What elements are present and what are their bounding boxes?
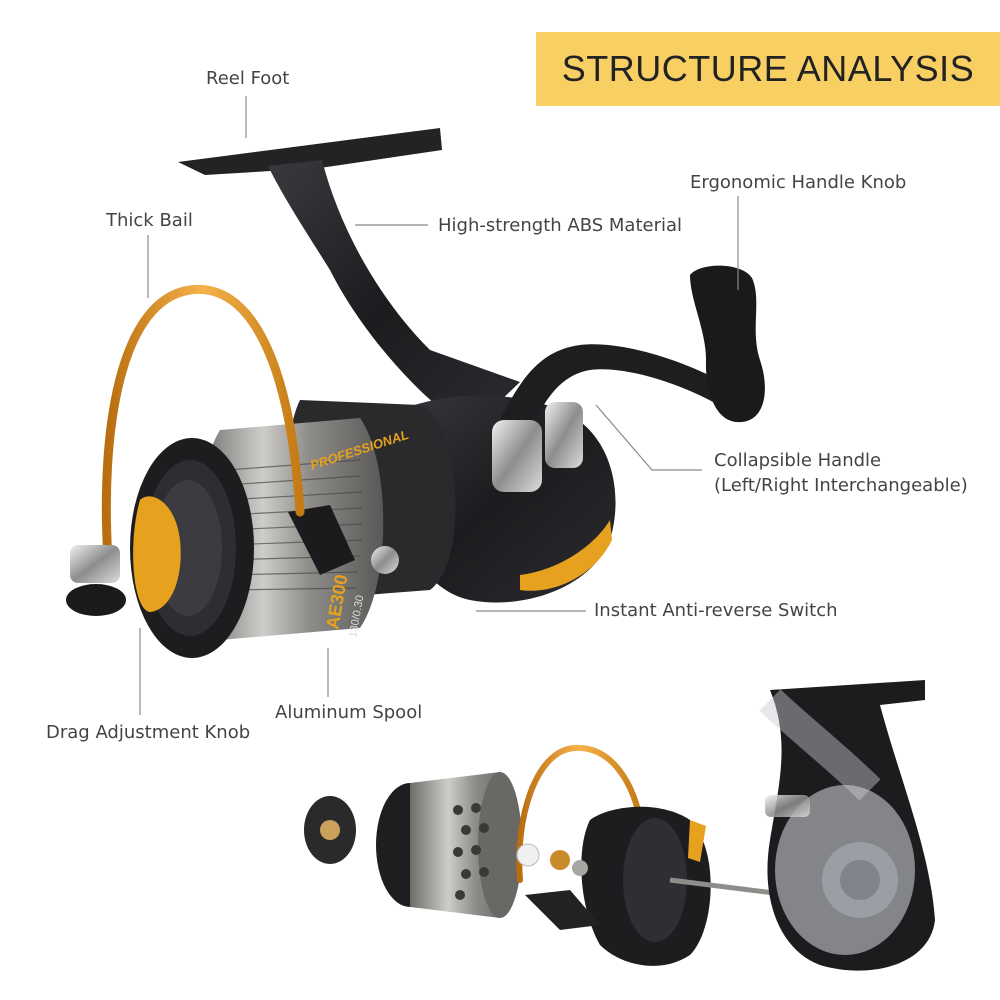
exploded-view: [304, 680, 935, 971]
label-abs-material: High-strength ABS Material: [438, 215, 683, 236]
label-reel-foot: Reel Foot: [206, 68, 290, 89]
label-thick-bail: Thick Bail: [106, 210, 193, 231]
drag-knob-shape: [133, 496, 181, 612]
title-banner: STRUCTURE ANALYSIS: [536, 32, 1000, 106]
leader-collapsible: [595, 404, 702, 471]
handle-arm-shape: [500, 344, 745, 430]
handle-collar-shape: [492, 420, 542, 492]
page-title: STRUCTURE ANALYSIS: [561, 48, 975, 89]
label-aluminum-spool: Aluminum Spool: [275, 702, 423, 723]
reel-stem-shape: [268, 160, 520, 430]
bail-wire-shape: [101, 284, 305, 565]
label-handle-knob: Ergonomic Handle Knob: [690, 172, 907, 193]
line-roller-shape: [70, 545, 120, 583]
reel-foot-shape: [178, 128, 442, 175]
handle-knob-shape: [690, 265, 765, 423]
label-drag-knob: Drag Adjustment Knob: [46, 722, 251, 743]
label-anti-reverse: Instant Anti-reverse Switch: [594, 600, 838, 621]
leader-lines: [139, 96, 739, 715]
bail-arm-shape: [288, 505, 355, 575]
label-collapsible-handle-note: (Left/Right Interchangeable): [714, 475, 968, 496]
label-collapsible-handle: Collapsible Handle: [714, 450, 882, 471]
